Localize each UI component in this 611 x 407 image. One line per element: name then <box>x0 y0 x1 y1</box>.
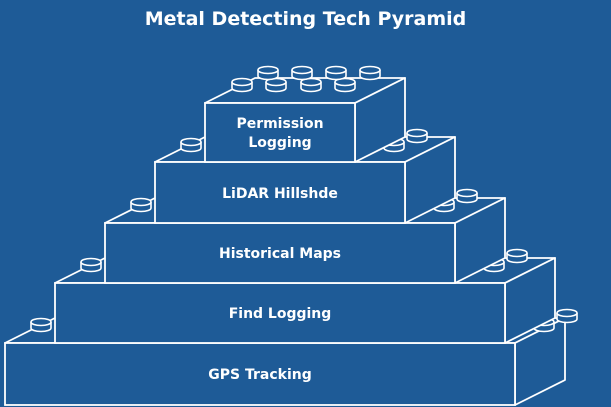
diagram-title: Metal Detecting Tech Pyramid <box>144 8 467 30</box>
brick-gps-tracking-stud-1-top <box>30 317 52 327</box>
brick-lidar-hillshade-front-face <box>154 161 406 224</box>
tier-label-permission-logging: Permission Logging <box>236 116 324 151</box>
brick-historical-maps-front-face <box>104 222 456 284</box>
tier-label-gps-tracking: GPS Tracking <box>208 366 312 383</box>
brick-permission-logging-stud-4-top <box>334 77 356 87</box>
brick-permission-logging-stud-7-top <box>325 65 347 75</box>
brick-permission-logging-stud-3-top <box>300 77 322 87</box>
brick-permission-logging-stud-8-top <box>359 65 381 75</box>
brick-historical-maps-stud-1-top <box>130 197 152 207</box>
brick-permission-logging-stud-1-top <box>231 77 253 87</box>
brick-permission-logging-stud-6-top <box>291 65 313 75</box>
brick-find-logging-front-face <box>54 282 506 344</box>
brick-permission-logging-front-face <box>204 102 356 163</box>
tier-label-find-logging: Find Logging <box>228 305 332 322</box>
brick-find-logging-stud-3-top <box>506 248 528 258</box>
tier-label-historical-maps: Historical Maps <box>218 245 341 262</box>
brick-historical-maps-stud-3-top <box>456 188 478 198</box>
brick-permission-logging-stud-5-top <box>257 65 279 75</box>
brick-find-logging-stud-1-top <box>80 257 102 267</box>
brick-lidar-hillshade-stud-3-top <box>406 128 428 138</box>
tier-label-lidar-hillshade: LiDAR Hillshde <box>222 185 338 202</box>
brick-gps-tracking-stud-3-top <box>556 308 578 318</box>
brick-lidar-hillshade-stud-1-top <box>180 137 202 147</box>
brick-gps-tracking-front-face <box>4 342 516 406</box>
